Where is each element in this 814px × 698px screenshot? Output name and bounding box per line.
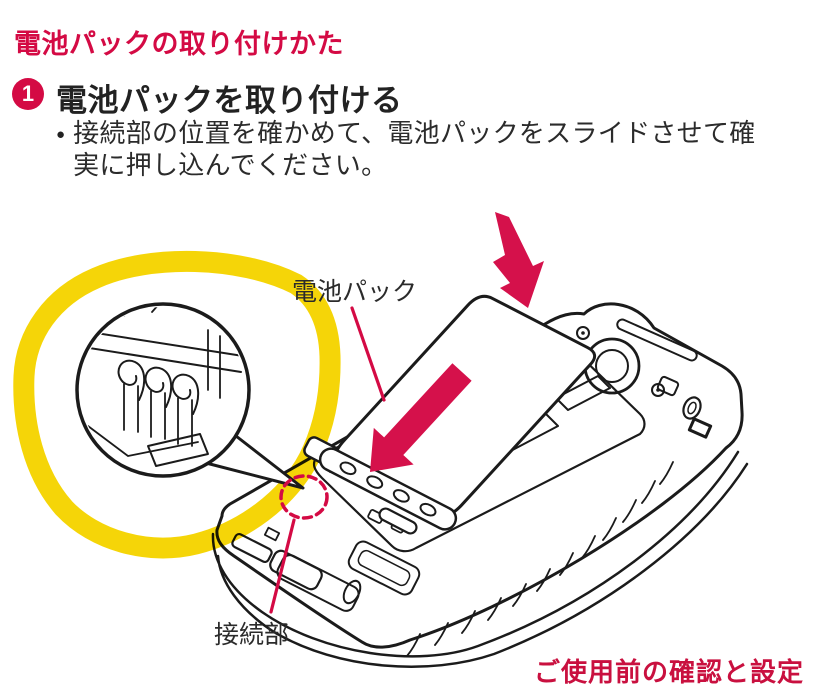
frame-lines-bottom <box>87 425 199 457</box>
bullet-line-1: 接続部の位置を確かめて、電池パックをスライドさせて確 <box>73 118 756 148</box>
phone-side-band <box>211 450 749 668</box>
bullet-line-2: 実に押し込んでください。 <box>73 150 388 180</box>
compartment-recess-1 <box>276 554 360 612</box>
connector-dashed-circle <box>279 474 329 520</box>
corner-part-1 <box>656 375 680 397</box>
connector-springs <box>117 359 200 415</box>
section-heading: 電池パックの取り付けかた <box>14 29 344 59</box>
corner-part-2 <box>687 417 713 439</box>
strap-hole-outer <box>682 396 702 420</box>
battery-installation-figure: 電池パック 接続部 <box>13 212 749 668</box>
highlight-ring <box>13 250 341 559</box>
arrows <box>370 212 544 472</box>
side-notch <box>263 526 281 542</box>
connector-label-line <box>269 518 296 614</box>
compartment-recess-2 <box>347 540 421 596</box>
compartment-recess-2-inner <box>357 549 411 587</box>
step-row: 1 電池パックを取り付ける <box>12 75 403 120</box>
bullet-item: ● 接続部の位置を確かめて、電池パックをスライドさせて確実に押し込んでください。 <box>56 117 756 181</box>
connector-base-box <box>147 433 209 467</box>
compartment-sticker-2 <box>555 375 611 411</box>
battery-label: 電池パック <box>292 278 417 306</box>
compartment-oval <box>342 579 362 605</box>
grip-ribs <box>406 461 674 657</box>
battery-contacts <box>339 461 437 517</box>
side-opening <box>269 549 323 591</box>
battery-contact-strip <box>318 447 458 531</box>
top-slot <box>616 318 698 362</box>
connector-label: 接続部 <box>214 621 289 649</box>
down-arrow-icon <box>493 212 544 308</box>
frame-lines-right <box>207 329 221 399</box>
spring-rails <box>123 383 193 447</box>
magnifier-callout <box>75 302 305 490</box>
step-number: 1 <box>21 81 35 106</box>
screw-hole-1 <box>576 326 590 340</box>
battery-latch-pill <box>378 507 418 535</box>
battery-label-line <box>350 306 386 402</box>
screw-dot-1 <box>581 331 585 335</box>
footer-section-label: ご使用前の確認と設定 <box>533 657 804 687</box>
step-number-badge: 1 <box>12 78 44 110</box>
bullet-icon: ● <box>56 126 66 143</box>
strap-hole-inner <box>687 401 697 415</box>
slide-arrow-icon <box>370 363 472 472</box>
step-title: 電池パックを取り付ける <box>56 83 403 118</box>
bullet-text: 接続部の位置を確かめて、電池パックをスライドさせて確実に押し込んでください。 <box>73 117 756 181</box>
compartment-wall-edge <box>80 329 244 373</box>
